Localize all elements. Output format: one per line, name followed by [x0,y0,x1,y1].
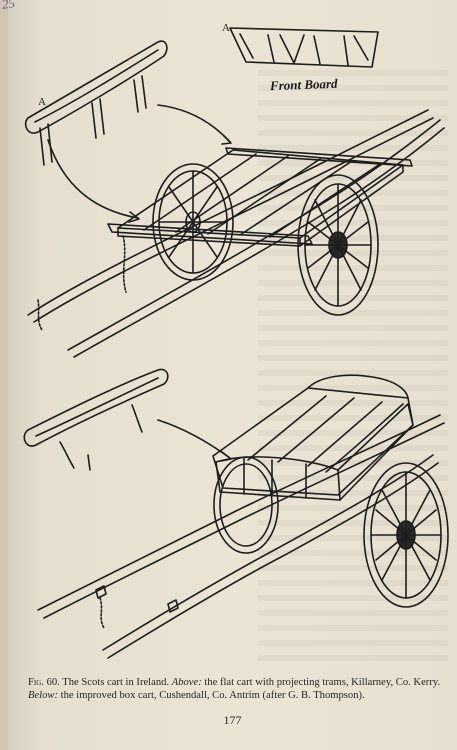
caption-below-label: Below: [28,690,59,701]
caption-text-2: the flat cart with projecting trams, Kil… [201,677,441,688]
caption-text-1: The Scots cart in Ireland. [59,677,172,688]
front-board-detail [229,27,379,68]
page-number: 177 [223,713,242,727]
caption-above-label: Above: [171,677,202,688]
box-cart-drawing [37,374,449,659]
side-rail-detail [24,40,232,166]
front-board-label: Front Board [269,75,338,94]
figure-caption: Fig. 60. The Scots cart in Ireland. Abov… [28,676,443,702]
bleed-through-text [258,70,448,670]
label-a-left: A [38,96,46,108]
cart-illustration [23,27,449,659]
caption-fig-label: Fig. 60. [28,677,60,688]
box-rail-detail [23,368,232,471]
flat-cart-drawing [27,109,445,358]
caption-text-3: the improved box cart, Cushendall, Co. A… [58,690,365,701]
label-a-right: A [222,22,230,34]
